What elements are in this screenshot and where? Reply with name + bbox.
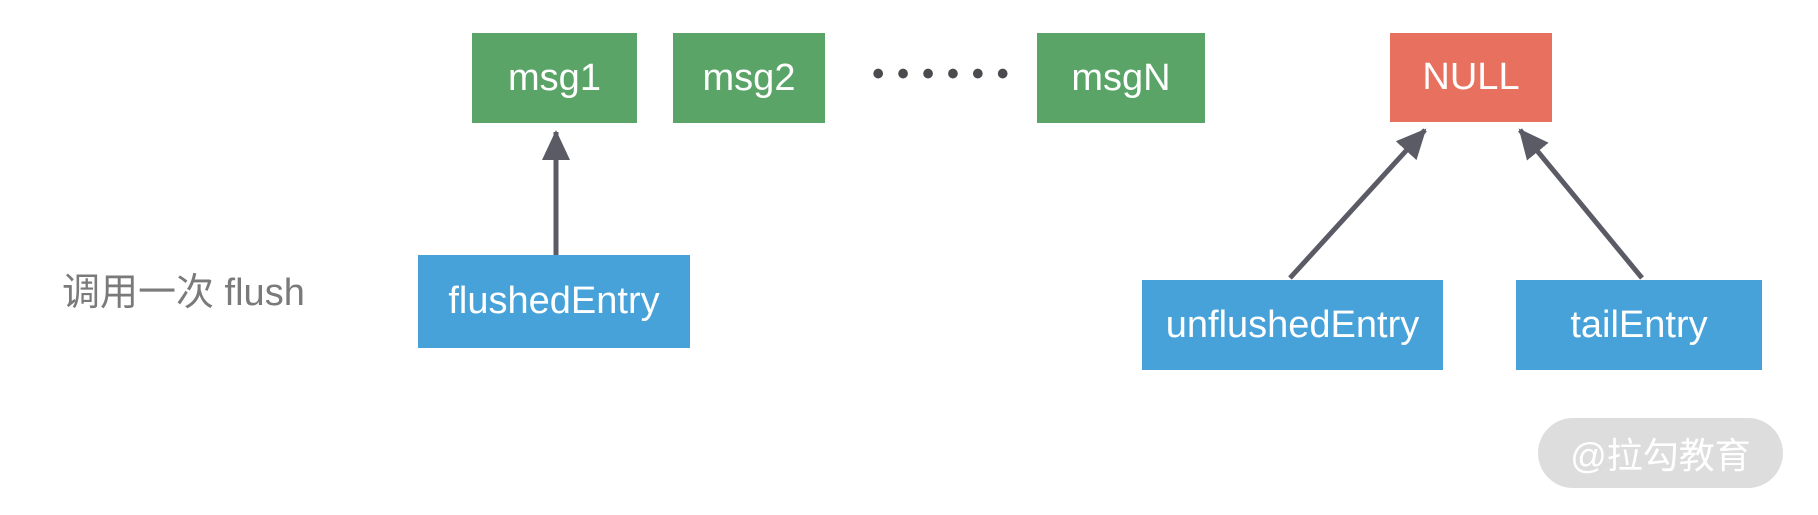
unflushed-entry-node: unflushedEntry <box>1142 280 1443 370</box>
msg2-label: msg2 <box>702 56 796 99</box>
flushed-entry-node: flushedEntry <box>418 255 690 348</box>
msgN-node: msgN <box>1037 33 1205 123</box>
flushed-entry-label: flushedEntry <box>448 280 660 322</box>
diagram-caption: 调用一次 flush <box>62 272 305 314</box>
msg2-node: msg2 <box>673 33 825 123</box>
arrow-unflushed-to-null <box>1288 128 1427 280</box>
msgN-label: msgN <box>1071 56 1171 99</box>
tail-entry-label: tailEntry <box>1570 303 1708 346</box>
watermark-text: @拉勾教育 <box>1570 435 1751 476</box>
ellipsis-dots: •••••• <box>872 55 1022 93</box>
null-node: NULL <box>1390 33 1552 122</box>
null-label: NULL <box>1422 56 1520 98</box>
watermark-badge: @拉勾教育 <box>1538 418 1783 488</box>
unflushed-entry-label: unflushedEntry <box>1165 303 1420 346</box>
msg1-node: msg1 <box>472 33 637 123</box>
tail-entry-node: tailEntry <box>1516 280 1762 370</box>
arrow-tail-to-null <box>1518 128 1644 280</box>
msg1-label: msg1 <box>508 56 601 99</box>
